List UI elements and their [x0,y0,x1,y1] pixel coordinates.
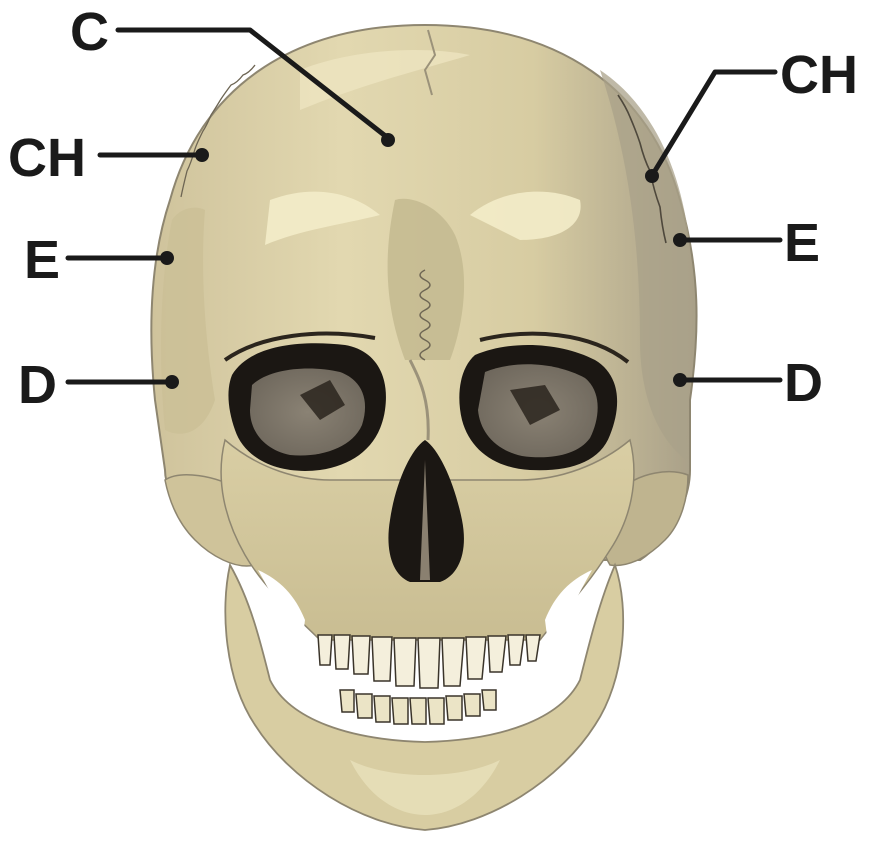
leader-dot-ch-left [195,148,209,162]
label-ch-right: CH [780,45,858,105]
label-c: C [70,2,109,62]
leader-dot-c [381,133,395,147]
leader-line-ch-right [653,72,775,174]
lower-teeth [340,690,496,724]
label-e-left: E [24,230,60,290]
label-ch-left: CH [8,128,86,188]
label-d-right: D [784,353,823,413]
upper-teeth [318,635,540,688]
leader-dot-d-left [165,375,179,389]
label-e-right: E [784,213,820,273]
leader-dot-d-right [673,373,687,387]
skull [151,25,696,830]
leader-dot-e-right [673,233,687,247]
label-d-left: D [18,355,57,415]
leader-dot-e-left [160,251,174,265]
leader-dot-ch-right [645,169,659,183]
